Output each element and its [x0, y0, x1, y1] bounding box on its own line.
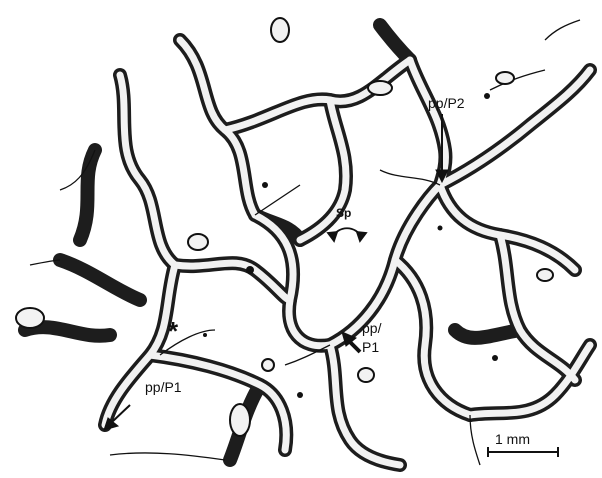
- trabecula-texture: [105, 40, 590, 465]
- label-pp-p2: pp/P2: [428, 95, 465, 111]
- scale-bar-label: 1 mm: [495, 431, 530, 447]
- dark-marks: [203, 93, 498, 398]
- label-pp-p1-left: pp/P1: [145, 379, 182, 395]
- double-arrow-sp-icon: [328, 228, 366, 241]
- label-pp-p1-center-line1: pp/: [362, 320, 382, 336]
- asterisk-marker: *: [168, 316, 179, 346]
- label-sp: Sp: [336, 206, 351, 220]
- scale-bar: 1 mm: [488, 431, 558, 457]
- label-pp-p1-center-line2: P1: [362, 339, 379, 355]
